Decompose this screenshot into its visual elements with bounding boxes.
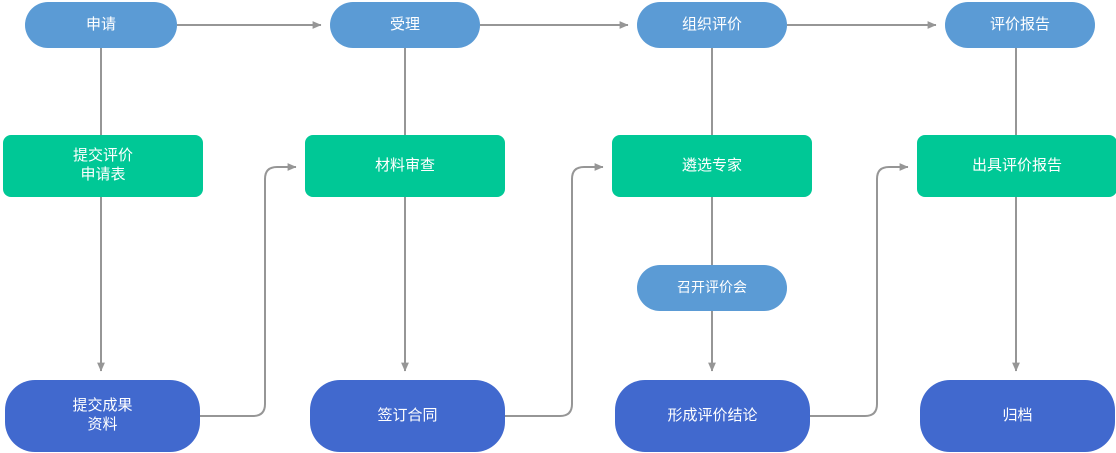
node-submit-application-form-label: 提交评价 申请表	[72, 147, 133, 183]
edge-conclusion-to-issue-report	[810, 163, 909, 417]
node-accept[interactable]: 受理	[330, 2, 480, 48]
node-organize-evaluation[interactable]: 组织评价	[637, 2, 787, 48]
node-archive-label: 归档	[1002, 406, 1033, 424]
edge-sign-contract-to-select-experts	[505, 163, 604, 417]
node-select-experts-label: 遴选专家	[681, 156, 742, 174]
node-issue-evaluation-report[interactable]: 出具评价报告	[917, 135, 1116, 197]
node-sign-contract[interactable]: 签订合同	[310, 380, 505, 452]
node-accept-label: 受理	[389, 15, 420, 33]
node-evaluation-report[interactable]: 评价报告	[945, 2, 1095, 48]
edge-submit-results-to-material-review	[200, 163, 297, 417]
node-form-evaluation-conclusion[interactable]: 形成评价结论	[615, 380, 810, 452]
node-hold-evaluation-meeting[interactable]: 召开评价会	[637, 265, 787, 311]
node-material-review[interactable]: 材料审查	[305, 135, 505, 197]
node-hold-evaluation-meeting-label: 召开评价会	[677, 279, 747, 296]
node-sign-contract-label: 签订合同	[377, 406, 438, 424]
node-submit-application-form[interactable]: 提交评价 申请表	[3, 135, 203, 197]
node-organize-evaluation-label: 组织评价	[681, 15, 742, 33]
node-evaluation-report-label: 评价报告	[989, 15, 1050, 33]
node-apply[interactable]: 申请	[25, 2, 177, 48]
node-material-review-label: 材料审查	[374, 156, 435, 174]
node-apply-label: 申请	[85, 15, 116, 33]
node-issue-evaluation-report-label: 出具评价报告	[971, 156, 1062, 174]
node-select-experts[interactable]: 遴选专家	[612, 135, 812, 197]
node-submit-achievement-materials[interactable]: 提交成果 资料	[5, 380, 200, 452]
node-submit-achievement-materials-label: 提交成果 资料	[72, 397, 133, 433]
node-form-evaluation-conclusion-label: 形成评价结论	[667, 406, 758, 424]
node-archive[interactable]: 归档	[920, 380, 1115, 452]
